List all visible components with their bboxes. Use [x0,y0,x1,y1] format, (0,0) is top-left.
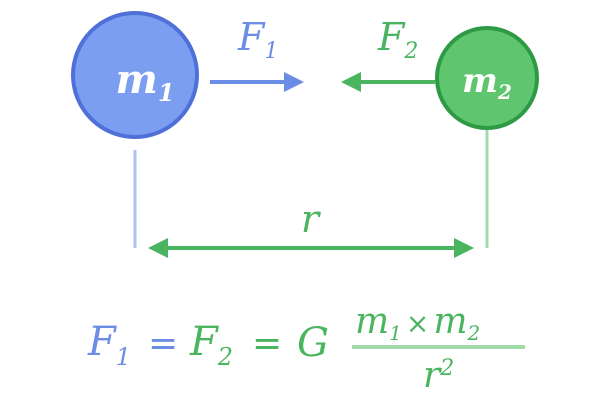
formula-f2: F2 [189,319,233,371]
mass-2-symbol: m [462,61,498,101]
formula-numerator-m2: m [433,301,467,342]
force-1-label: F1 [237,15,278,64]
gravitation-formula: F1 = F2 = G m1×m2 r2 [87,301,525,396]
distance-label: r [301,197,322,241]
force-2-subscript: 2 [403,39,418,64]
mass-1-symbol: m [115,56,157,103]
formula-numerator-m1: m [355,301,389,342]
formula-f1: F1 [87,319,131,371]
force-2-symbol: F [377,15,406,59]
formula-denominator-exponent: 2 [439,356,454,381]
formula-f1-subscript: 1 [116,343,131,371]
formula-denominator: r2 [423,355,454,396]
formula-constant-g: G [297,320,329,366]
force-2-label: F2 [377,15,418,64]
formula-times: × [406,307,429,340]
mass-1-subscript: 1 [158,78,175,107]
formula-denominator-r: r [423,355,442,396]
mass-1-label: m1 [115,56,174,107]
formula-f2-subscript: 2 [217,343,233,371]
formula-numerator-m1-sub: 1 [389,321,402,345]
force-1-subscript: 1 [264,39,278,64]
formula-numerator-m2-sub: 2 [466,321,480,345]
mass-1-sphere [71,11,199,139]
mass-2-label: m2 [462,61,512,104]
mass-1: m1 [71,11,199,248]
mass-2-sphere [435,26,539,130]
distance-r: r [148,197,474,258]
formula-f2-symbol: F [189,319,219,365]
formula-equals-2: = [252,323,282,364]
formula-f1-symbol: F [87,319,117,365]
formula-equals-1: = [148,323,178,364]
force-1: F1 [210,15,304,92]
formula-numerator: m1×m2 [355,301,480,345]
mass-2: m2 [435,26,539,248]
mass-2-subscript: 2 [497,80,512,104]
force-1-symbol: F [237,15,266,59]
force-2: F2 [341,15,435,92]
